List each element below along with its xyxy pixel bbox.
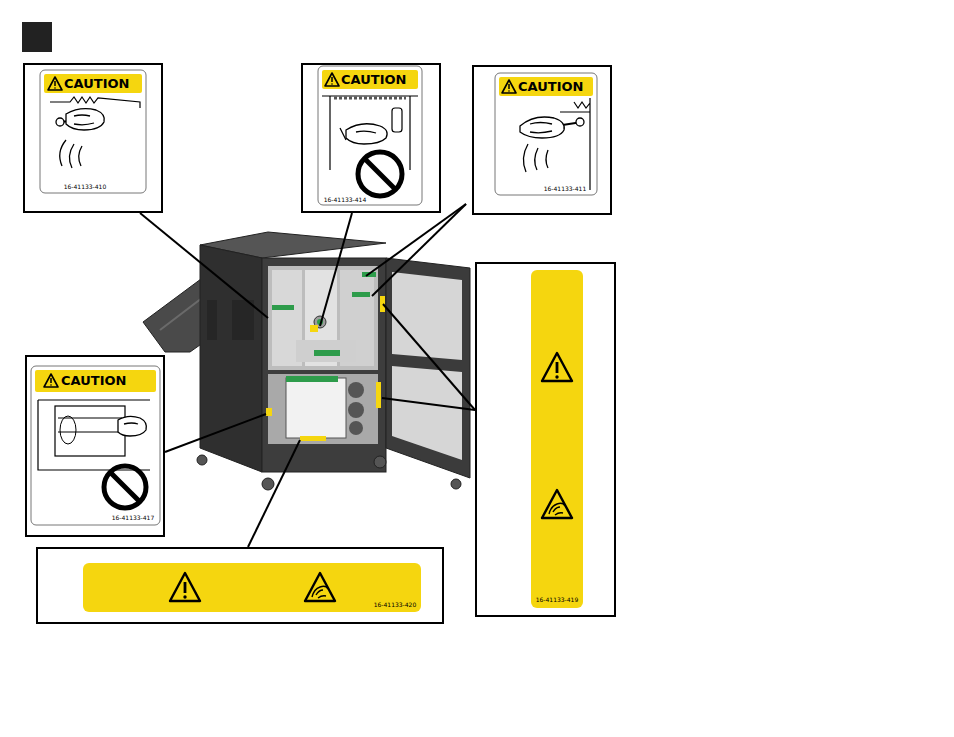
caution-label: CAUTION [64, 74, 142, 93]
callout-panel: CAUTION 16-41133-414 [301, 63, 441, 213]
callout-panel: 16-41133-419 [475, 262, 616, 617]
part-number: 16-41133-411 [540, 185, 590, 193]
caution-label: CAUTION [518, 77, 593, 96]
part-number: 16-41133-414 [320, 196, 370, 204]
part-number: 16-41133-419 [532, 596, 582, 604]
callout-panel: 16-41133-420 [36, 547, 444, 624]
part-number: 16-41133-420 [370, 601, 420, 609]
callout-panel: CAUTION 16-41133-417 [25, 355, 165, 537]
caution-label: CAUTION [341, 70, 418, 89]
callout-panel: CAUTION 16-41133-411 [472, 65, 612, 215]
callout-panel: CAUTION 16-41133-410 [23, 63, 163, 213]
part-number: 16-41133-410 [60, 183, 110, 191]
caution-label: CAUTION [61, 370, 155, 392]
part-number: 16-41133-417 [108, 514, 158, 522]
